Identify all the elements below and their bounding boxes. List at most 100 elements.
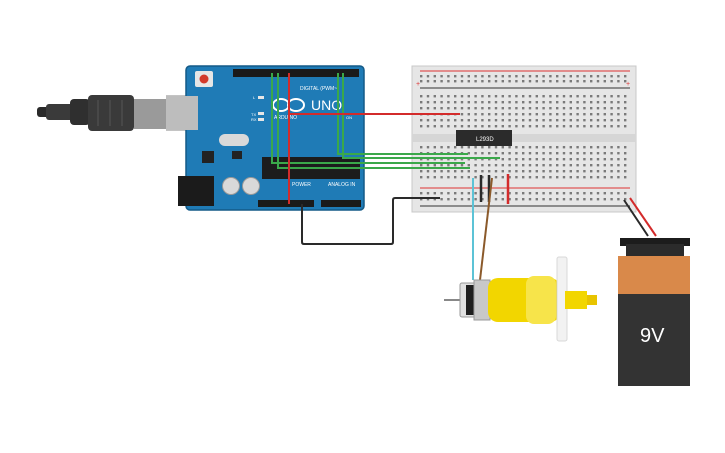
digital-header[interactable]	[233, 69, 359, 77]
breadboard-hole[interactable]	[624, 152, 627, 155]
breadboard-hole[interactable]	[624, 107, 627, 110]
breadboard-hole[interactable]	[535, 176, 538, 179]
breadboard-hole[interactable]	[576, 80, 579, 83]
breadboard-hole[interactable]	[494, 119, 498, 122]
breadboard-hole[interactable]	[562, 170, 566, 173]
breadboard-hole[interactable]	[535, 101, 538, 104]
breadboard-hole[interactable]	[549, 119, 552, 122]
breadboard-hole[interactable]	[528, 152, 532, 155]
breadboard-hole[interactable]	[508, 107, 511, 110]
breadboard-hole[interactable]	[447, 125, 450, 128]
breadboard-hole[interactable]	[569, 198, 572, 201]
breadboard-hole[interactable]	[535, 95, 538, 98]
breadboard-hole[interactable]	[522, 176, 525, 179]
breadboard-hole[interactable]	[440, 146, 443, 149]
wire-brown[interactable]	[479, 177, 493, 281]
breadboard-hole[interactable]	[549, 80, 552, 83]
breadboard-hole[interactable]	[549, 198, 552, 201]
breadboard-hole[interactable]	[433, 146, 436, 149]
breadboard-hole[interactable]	[542, 198, 545, 201]
breadboard-hole[interactable]	[481, 107, 484, 110]
breadboard-hole[interactable]	[447, 146, 450, 149]
breadboard-hole[interactable]	[583, 75, 586, 78]
breadboard-hole[interactable]	[460, 176, 464, 179]
breadboard-hole[interactable]	[624, 198, 627, 201]
breadboard-hole[interactable]	[569, 113, 572, 116]
breadboard-hole[interactable]	[515, 176, 518, 179]
breadboard-hole[interactable]	[603, 119, 606, 122]
breadboard-hole[interactable]	[583, 101, 586, 104]
breadboard-hole[interactable]	[562, 176, 566, 179]
breadboard-hole[interactable]	[610, 146, 613, 149]
breadboard-hole[interactable]	[501, 170, 504, 173]
breadboard-hole[interactable]	[562, 164, 566, 167]
breadboard-hole[interactable]	[610, 107, 613, 110]
breadboard-hole[interactable]	[467, 170, 470, 173]
breadboard-hole[interactable]	[617, 113, 620, 116]
breadboard-hole[interactable]	[474, 146, 477, 149]
breadboard-hole[interactable]	[596, 164, 600, 167]
breadboard-hole[interactable]	[426, 198, 430, 201]
breadboard-hole[interactable]	[447, 95, 450, 98]
breadboard-hole[interactable]	[501, 192, 504, 195]
breadboard-hole[interactable]	[603, 198, 606, 201]
breadboard-hole[interactable]	[610, 101, 613, 104]
breadboard-hole[interactable]	[454, 119, 457, 122]
breadboard-hole[interactable]	[522, 164, 525, 167]
breadboard-hole[interactable]	[542, 80, 545, 83]
breadboard-hole[interactable]	[528, 170, 532, 173]
breadboard-hole[interactable]	[467, 101, 470, 104]
breadboard-hole[interactable]	[447, 158, 450, 161]
breadboard-hole[interactable]	[515, 95, 518, 98]
breadboard-hole[interactable]	[624, 113, 627, 116]
breadboard-hole[interactable]	[515, 80, 518, 83]
breadboard-hole[interactable]	[596, 152, 600, 155]
reset-button-cap[interactable]	[199, 74, 209, 84]
breadboard-hole[interactable]	[488, 146, 491, 149]
breadboard-hole[interactable]	[440, 101, 443, 104]
breadboard-hole[interactable]	[474, 107, 477, 110]
breadboard-hole[interactable]	[508, 80, 511, 83]
breadboard-hole[interactable]	[590, 164, 593, 167]
breadboard-hole[interactable]	[454, 125, 457, 128]
breadboard-hole[interactable]	[447, 119, 450, 122]
breadboard-hole[interactable]	[556, 170, 559, 173]
breadboard-hole[interactable]	[590, 176, 593, 179]
breadboard-hole[interactable]	[467, 95, 470, 98]
breadboard-hole[interactable]	[535, 125, 538, 128]
breadboard-hole[interactable]	[535, 119, 538, 122]
analog-header[interactable]	[321, 200, 361, 207]
breadboard-hole[interactable]	[426, 158, 430, 161]
breadboard-hole[interactable]	[562, 101, 566, 104]
breadboard-hole[interactable]	[460, 170, 464, 173]
breadboard-hole[interactable]	[481, 152, 484, 155]
breadboard-hole[interactable]	[610, 152, 613, 155]
breadboard-hole[interactable]	[617, 158, 620, 161]
breadboard-hole[interactable]	[481, 164, 484, 167]
breadboard-hole[interactable]	[583, 146, 586, 149]
breadboard-hole[interactable]	[556, 152, 559, 155]
breadboard-hole[interactable]	[576, 158, 579, 161]
breadboard-hole[interactable]	[508, 170, 511, 173]
breadboard-hole[interactable]	[610, 176, 613, 179]
breadboard-hole[interactable]	[596, 192, 600, 195]
breadboard-hole[interactable]	[549, 113, 552, 116]
breadboard-hole[interactable]	[576, 170, 579, 173]
breadboard-hole[interactable]	[542, 107, 545, 110]
breadboard-hole[interactable]	[610, 192, 613, 195]
breadboard-hole[interactable]	[433, 95, 436, 98]
breadboard-hole[interactable]	[515, 75, 518, 78]
breadboard-hole[interactable]	[474, 164, 477, 167]
breadboard-hole[interactable]	[515, 113, 518, 116]
breadboard-hole[interactable]	[522, 158, 525, 161]
breadboard-hole[interactable]	[501, 119, 504, 122]
breadboard-hole[interactable]	[535, 198, 538, 201]
breadboard-hole[interactable]	[590, 113, 593, 116]
breadboard-hole[interactable]	[590, 152, 593, 155]
breadboard-hole[interactable]	[610, 125, 613, 128]
breadboard-hole[interactable]	[488, 158, 491, 161]
breadboard-hole[interactable]	[508, 198, 511, 201]
breadboard-hole[interactable]	[556, 113, 559, 116]
breadboard-hole[interactable]	[488, 152, 491, 155]
breadboard-hole[interactable]	[433, 158, 436, 161]
